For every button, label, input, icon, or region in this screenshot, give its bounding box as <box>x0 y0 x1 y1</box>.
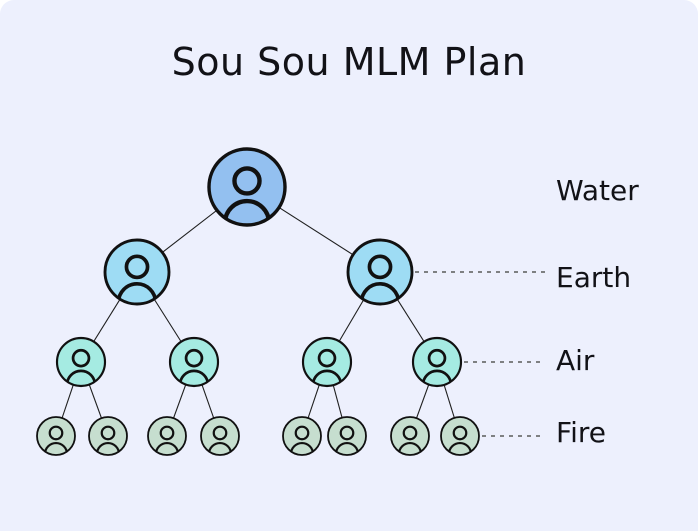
level-label-air: Air <box>556 344 595 377</box>
level-label-earth: Earth <box>556 261 631 294</box>
diagram-title: Sou Sou MLM Plan <box>171 40 527 84</box>
person-node-fire-6 <box>327 416 367 456</box>
level-label-fire: Fire <box>556 416 606 449</box>
person-node-fire-1 <box>36 416 76 456</box>
person-node-water-1 <box>207 147 287 227</box>
person-node-fire-2 <box>88 416 128 456</box>
person-node-air-1 <box>55 336 107 388</box>
level-label-water: Water <box>556 174 639 207</box>
person-node-fire-5 <box>282 416 322 456</box>
person-node-fire-3 <box>147 416 187 456</box>
person-node-earth-2 <box>346 238 414 306</box>
person-node-air-3 <box>301 336 353 388</box>
person-node-air-2 <box>168 336 220 388</box>
person-node-fire-8 <box>440 416 480 456</box>
person-node-fire-7 <box>390 416 430 456</box>
person-node-fire-4 <box>200 416 240 456</box>
person-node-air-4 <box>411 336 463 388</box>
